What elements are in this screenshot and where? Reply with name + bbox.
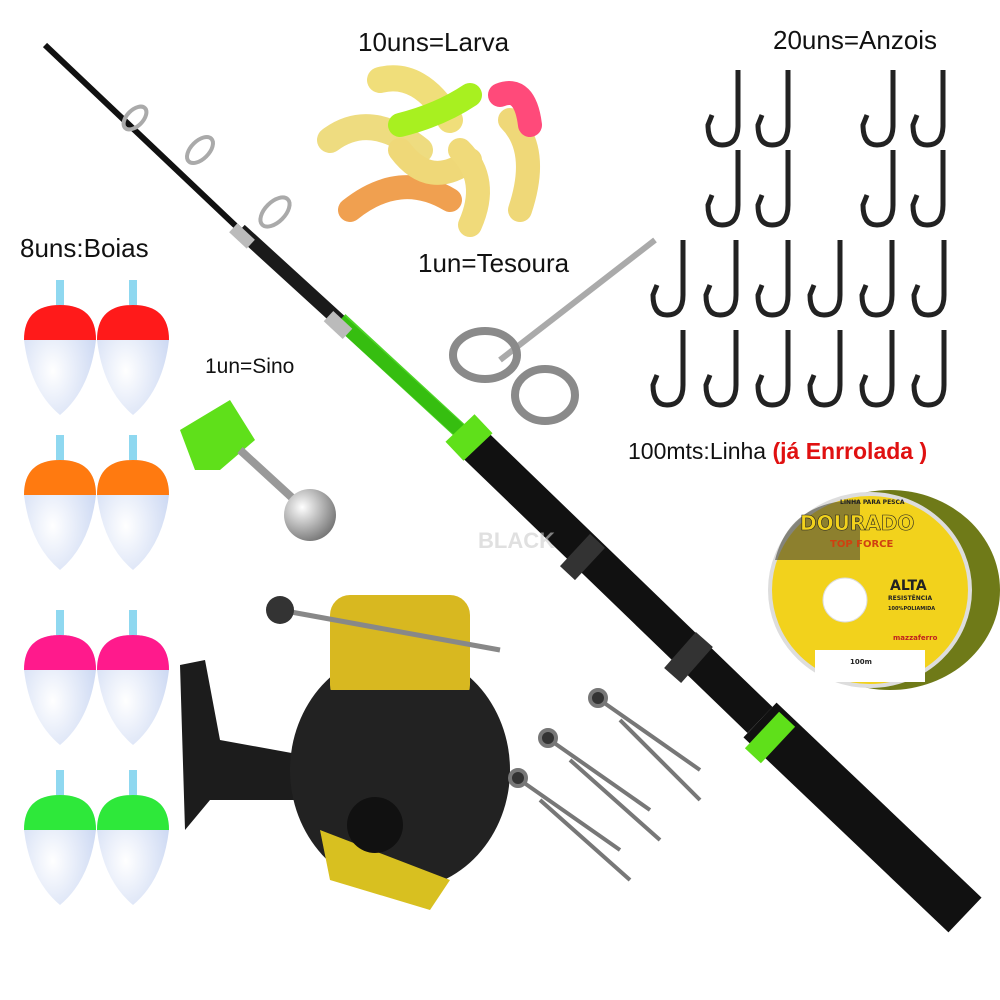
hook-icon <box>755 150 791 228</box>
float <box>97 280 169 415</box>
hooks-grid <box>650 70 947 408</box>
label-larva: 10uns=Larva <box>358 27 510 57</box>
hook-icon <box>911 240 947 318</box>
label-anzois: 20uns=Anzois <box>773 25 938 55</box>
label-boias: 8uns:Boias <box>20 233 149 263</box>
larva-baits <box>317 65 542 237</box>
label-linha-note: (já Enrrolada ) <box>772 438 928 464</box>
spool-length: 100m <box>850 658 872 666</box>
hook-icon <box>703 240 739 318</box>
hook-icon <box>650 240 686 318</box>
hook-icon <box>910 150 946 228</box>
fishing-line-spool: LINHA PARA PESCA DOURADO TOP FORCE ALTA … <box>768 490 1000 690</box>
hook-icon <box>705 70 741 148</box>
label-linha: 100mts:Linha (já Enrrolada ) <box>628 438 927 465</box>
spool-sub: TOP FORCE <box>830 539 894 550</box>
hook-icon <box>859 330 895 408</box>
fishing-rod <box>42 42 982 933</box>
hook-icon <box>705 150 741 228</box>
float <box>97 770 169 905</box>
hook-icon <box>807 240 843 318</box>
spool-brand: DOURADO <box>800 511 914 535</box>
spinning-reel <box>180 595 510 910</box>
bite-alarm-bell <box>180 400 336 541</box>
float <box>24 610 96 745</box>
float <box>24 280 96 415</box>
hook-icon <box>807 330 843 408</box>
float <box>97 435 169 570</box>
watermark: BLACK <box>478 528 555 553</box>
hook-icon <box>911 330 947 408</box>
hook-icon <box>860 70 896 148</box>
label-sino: 1un=Sino <box>205 355 295 378</box>
float <box>24 770 96 905</box>
spool-maker: mazzaferro <box>893 634 938 642</box>
floats-group <box>24 280 169 905</box>
hook-icon <box>860 150 896 228</box>
hook-icon <box>703 330 739 408</box>
spool-top-text: LINHA PARA PESCA <box>840 499 905 506</box>
label-linha-text: 100mts:Linha <box>628 438 767 464</box>
hook-icon <box>910 70 946 148</box>
float <box>24 435 96 570</box>
snap-swivels <box>508 688 702 882</box>
hook-icon <box>650 330 686 408</box>
spool-material: 100%POLIAMIDA <box>888 606 935 612</box>
float <box>97 610 169 745</box>
hook-icon <box>755 70 791 148</box>
hook-icon <box>755 330 791 408</box>
hook-icon <box>859 240 895 318</box>
scissors <box>449 237 657 425</box>
spool-resist: RESISTÊNCIA <box>888 594 932 602</box>
hook-icon <box>755 240 791 318</box>
label-tesoura: 1un=Tesoura <box>418 248 570 278</box>
spool-alta: ALTA <box>890 578 927 594</box>
